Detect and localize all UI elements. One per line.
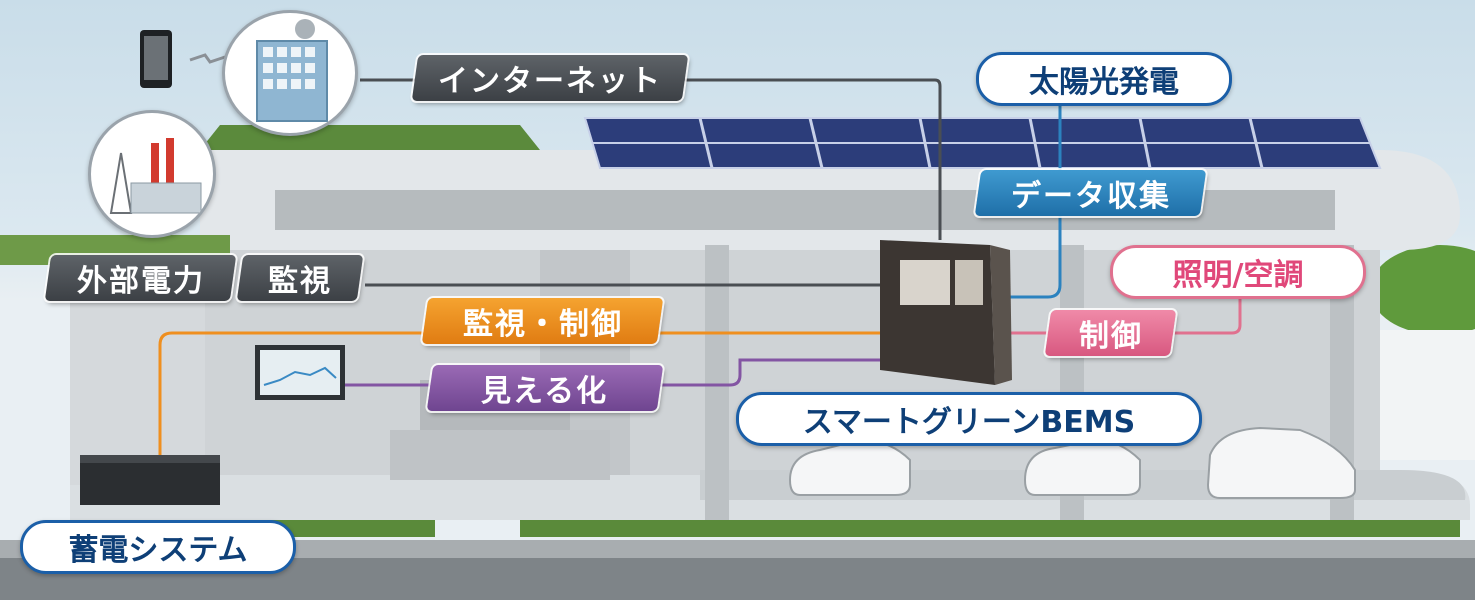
column-1 (705, 245, 729, 520)
road-edge (0, 540, 1475, 558)
monitoring-tag: 監視 (236, 255, 364, 301)
power-plant-icon (88, 110, 216, 238)
office-building-icon (222, 10, 358, 136)
tree-right (1370, 245, 1475, 335)
bems-cabinet-icon (880, 240, 1012, 385)
solar-panel-icon (583, 117, 1382, 169)
lighting-ac-label: 照明/空調 (1110, 245, 1366, 299)
monitor-control-tag: 監視・制御 (421, 298, 664, 344)
data-collection-tag: データ収集 (974, 170, 1207, 216)
connection-lines (158, 78, 1242, 460)
storage-system-label: 蓄電システム (20, 520, 296, 574)
roof-garden (200, 125, 540, 150)
car-icon (788, 426, 1356, 499)
bems-label: スマートグリーンBEMS (736, 392, 1202, 446)
grass-right (520, 515, 1460, 537)
counter (390, 430, 610, 480)
visualization-tag: 見える化 (426, 365, 664, 411)
smartphone-icon (140, 30, 172, 88)
external-power-tag: 外部電力 (44, 255, 237, 301)
wall-left (70, 265, 205, 485)
storage-battery-icon (80, 455, 220, 505)
wireless-icon (189, 53, 226, 64)
solar-power-label: 太陽光発電 (976, 52, 1232, 106)
grass-left (270, 515, 435, 537)
internet-tag: インターネット (411, 55, 689, 101)
monitor-display-icon (255, 345, 345, 400)
control-tag: 制御 (1044, 310, 1177, 356)
